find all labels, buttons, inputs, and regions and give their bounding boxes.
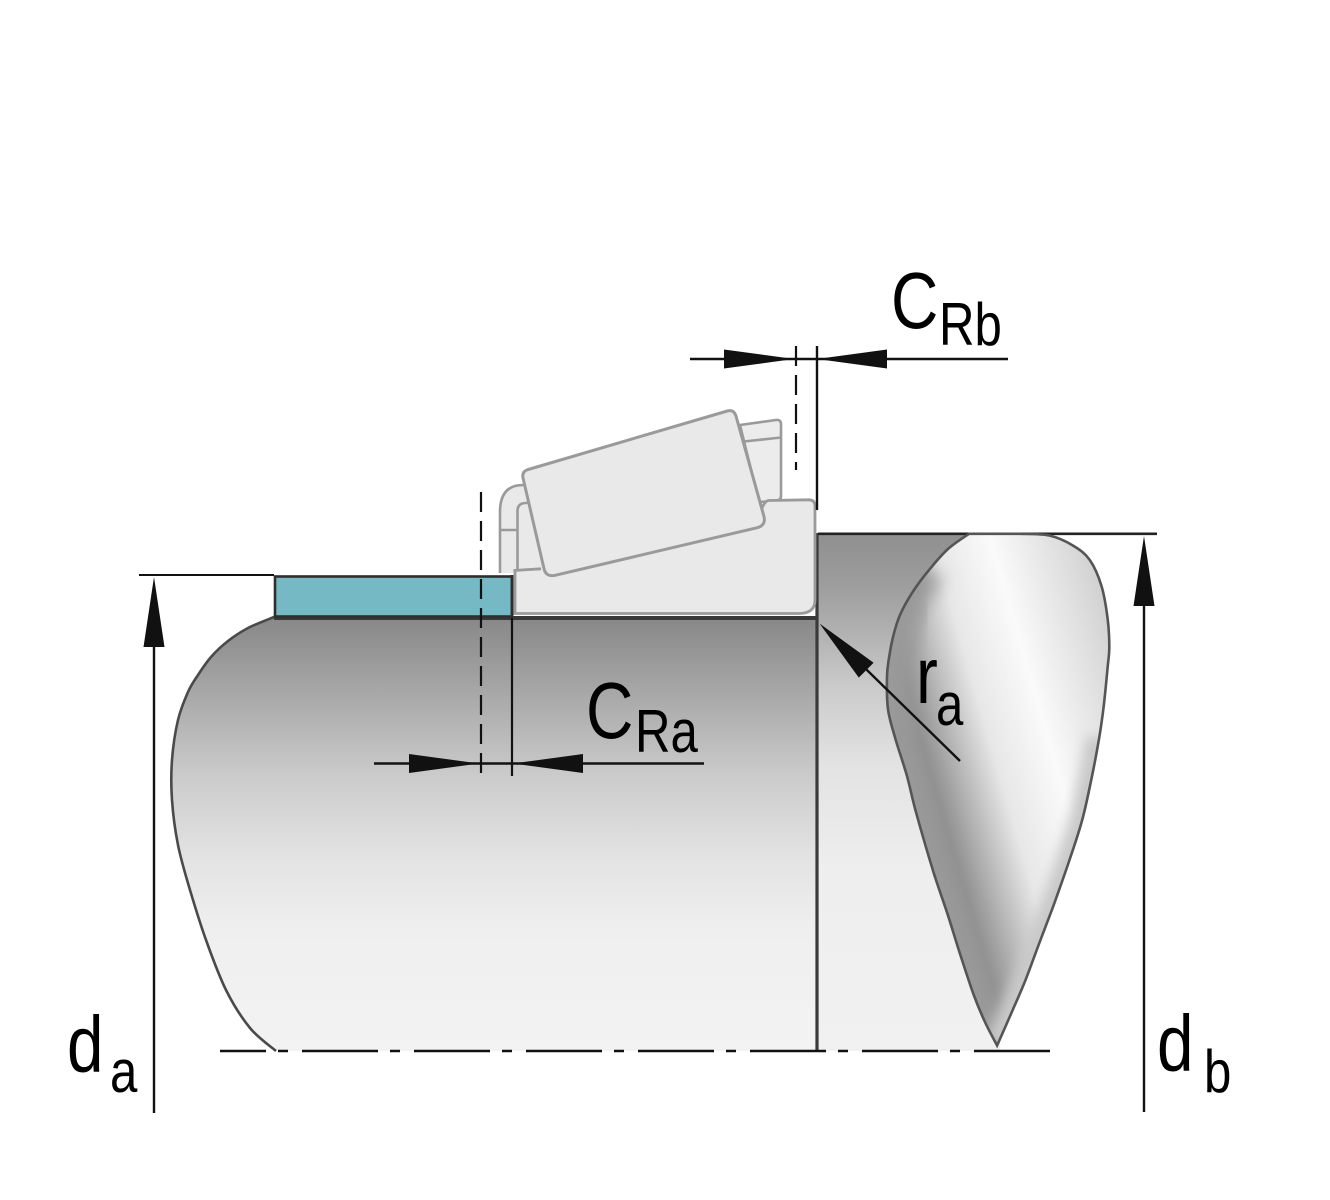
svg-text:a: a xyxy=(936,670,964,738)
svg-text:r: r xyxy=(916,631,938,721)
svg-text:a: a xyxy=(110,1037,138,1105)
svg-text:b: b xyxy=(1204,1037,1231,1105)
svg-text:d: d xyxy=(67,1000,103,1090)
svg-text:d: d xyxy=(1157,999,1193,1089)
svg-text:Rb: Rb xyxy=(939,290,1002,358)
svg-text:C: C xyxy=(891,256,938,346)
svg-text:C: C xyxy=(586,666,633,756)
svg-text:Ra: Ra xyxy=(635,697,698,765)
